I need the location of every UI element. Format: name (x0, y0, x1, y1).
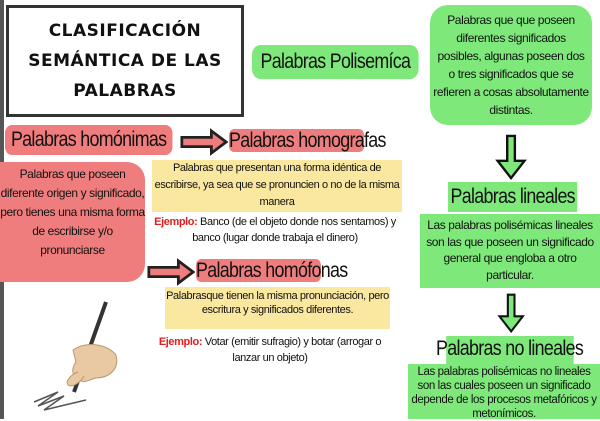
homografas-description: Palabras que presentan una forma idéntic… (152, 160, 402, 212)
homografas-example: Ejemplo: Banco (de el objeto donde nos s… (150, 214, 400, 246)
title-line: PALABRAS (73, 81, 177, 101)
homografas-heading-rest: fas (363, 129, 386, 152)
homofonas-heading: Palabras homófonas (196, 256, 348, 286)
right-arrow-icon (180, 128, 228, 156)
homografas-heading: Palabras homografas (229, 126, 386, 156)
example-label: Ejemplo: (158, 336, 203, 348)
main-title: CLASIFICACIÓN SEMÁNTICA DE LAS PALABRAS (6, 5, 244, 117)
homonimas-heading: Palabras homónimas (5, 125, 173, 155)
title-line: SEMÁNTICA DE LAS (28, 51, 222, 71)
lineales-description: Las palabras polisémicas lineales son la… (420, 214, 600, 288)
title-line: CLASIFICACIÓN (48, 21, 202, 41)
homofonas-heading-highlight: Palabras homófo (196, 259, 321, 282)
down-arrow-icon (495, 134, 527, 180)
no-lineales-heading-text: Palabras no lineales (436, 337, 584, 360)
polisemica-description: Palabras que que poseen diferentes signi… (430, 5, 592, 125)
lineales-heading: Palabras lineales (448, 182, 578, 212)
no-lineales-description: Las palabras polisémicas no lineales son… (408, 364, 600, 420)
polisemica-heading: Palabras Polisemíca (252, 45, 419, 79)
homonimas-description: Palabras que poseen diferente origen y s… (0, 162, 145, 282)
homografas-heading-highlight: Palabras homogra (229, 129, 365, 152)
hand-writing-illustration (33, 301, 118, 411)
right-arrow-icon (147, 258, 195, 286)
example-text: Votar (emitir sufragio) y botar (arrogar… (202, 336, 382, 364)
down-arrow-icon (497, 293, 525, 333)
homofonas-heading-rest: nas (320, 259, 348, 282)
homofonas-example: Ejemplo: Votar (emitir sufragio) y botar… (150, 334, 390, 366)
example-text: Banco (de el objeto donde nos sentamos) … (192, 216, 396, 244)
homofonas-description: Palabrasque tienen la misma pronunciació… (165, 287, 390, 329)
example-label: Ejemplo: (154, 216, 198, 228)
no-lineales-heading: Palabras no lineales (436, 334, 584, 364)
